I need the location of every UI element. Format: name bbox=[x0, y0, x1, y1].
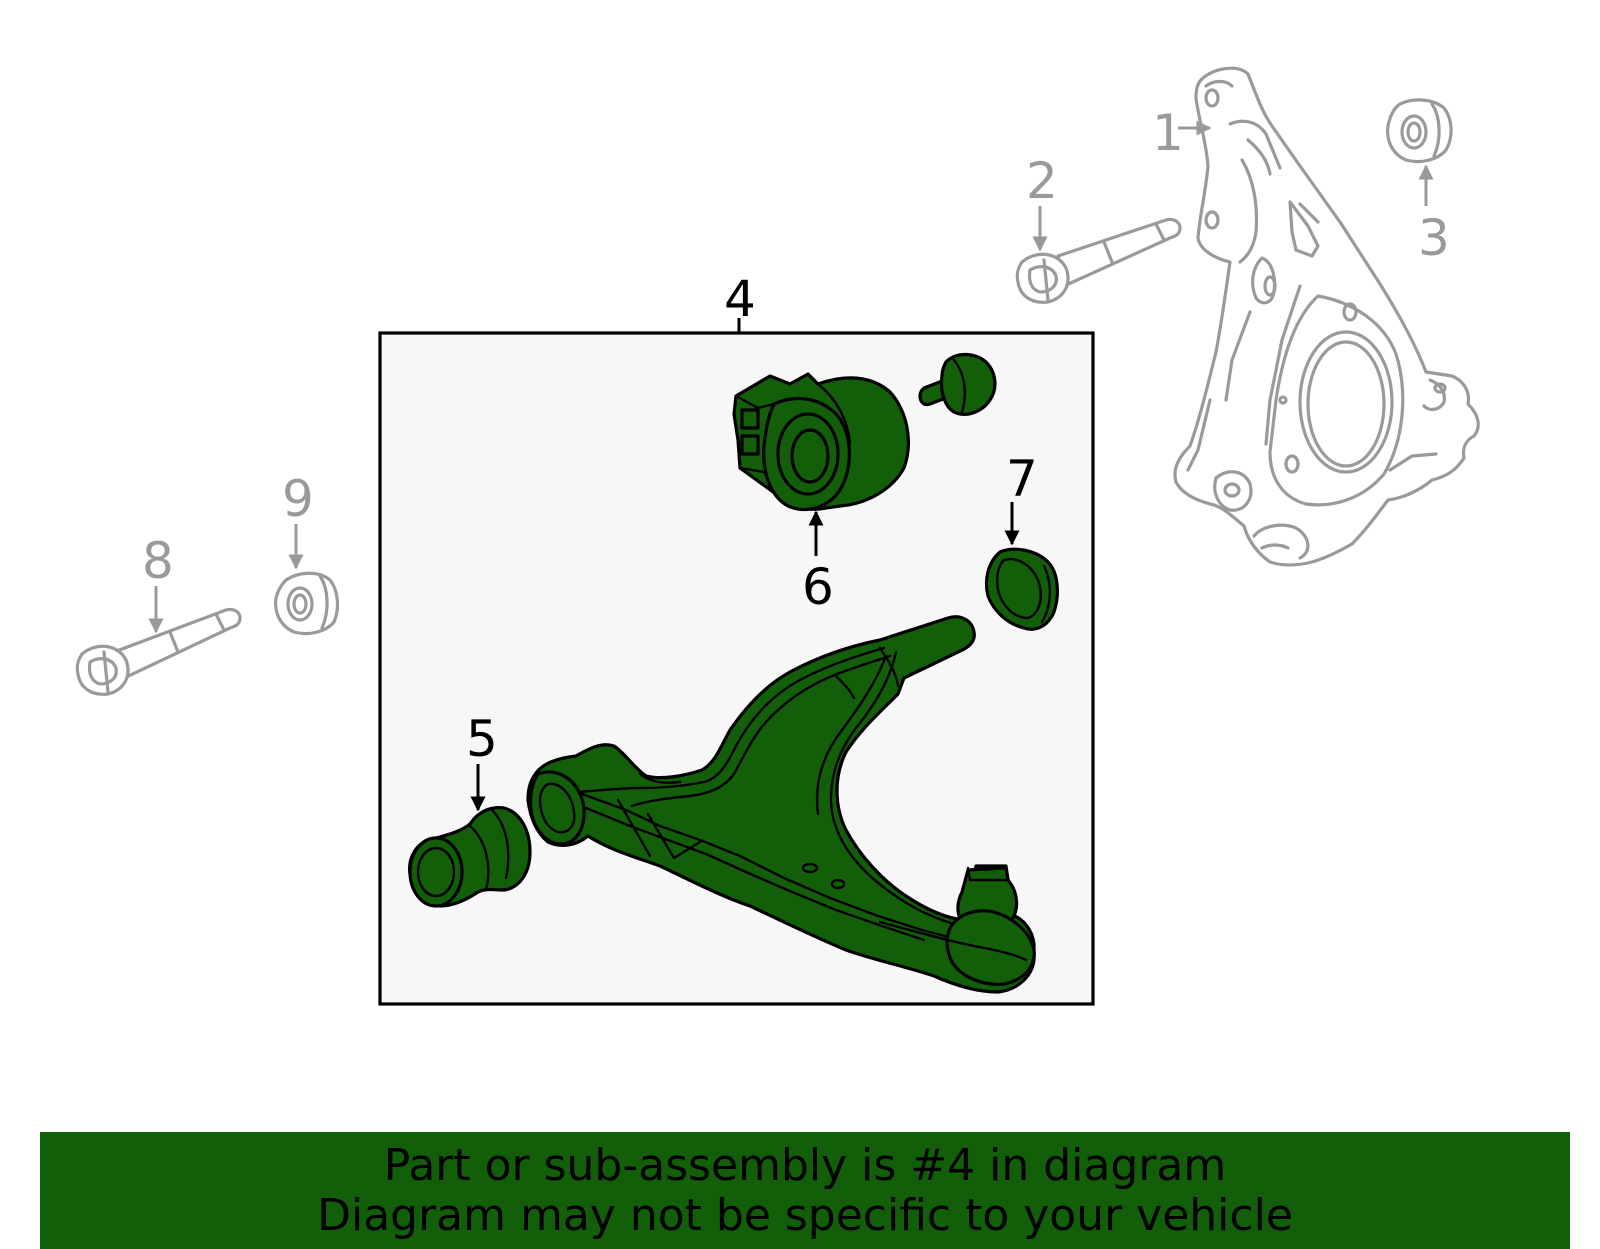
bushing-stud bbox=[918, 352, 997, 416]
callout-9: 9 bbox=[282, 470, 314, 528]
arm-nut bbox=[274, 571, 340, 636]
knuckle-bolt bbox=[1015, 217, 1182, 304]
rear-bushing bbox=[732, 372, 911, 512]
callout-8: 8 bbox=[142, 532, 174, 590]
callout-3: 3 bbox=[1418, 209, 1450, 267]
callout-1: 1 bbox=[1152, 104, 1184, 162]
callout-6: 6 bbox=[802, 558, 834, 616]
callout-5: 5 bbox=[466, 710, 498, 768]
steering-knuckle bbox=[1173, 66, 1480, 567]
front-bushing bbox=[984, 547, 1059, 631]
arm-bushing bbox=[408, 806, 532, 908]
callout-4: 4 bbox=[724, 270, 756, 328]
callout-7: 7 bbox=[1006, 450, 1038, 508]
banner-line-2: Diagram may not be specific to your vehi… bbox=[317, 1189, 1293, 1241]
info-banner: Part or sub-assembly is #4 in diagram Di… bbox=[40, 1132, 1570, 1249]
banner-line-1: Part or sub-assembly is #4 in diagram bbox=[383, 1139, 1227, 1191]
lower-control-arm[interactable] bbox=[526, 615, 1036, 994]
knuckle-nut bbox=[1386, 98, 1453, 164]
callout-2: 2 bbox=[1026, 152, 1058, 210]
arm-bolt bbox=[75, 607, 242, 696]
